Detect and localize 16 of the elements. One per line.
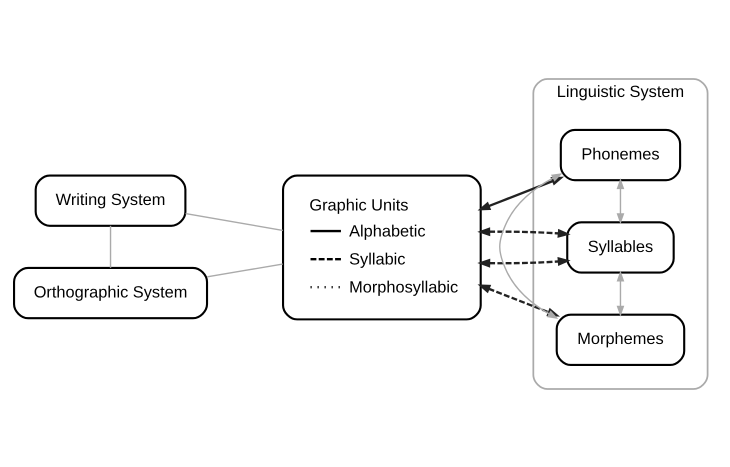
legend-label: Alphabetic [348, 222, 426, 240]
connector [206, 262, 282, 278]
node-box: Syllables [566, 220, 674, 274]
node-box: Orthographic System [12, 266, 208, 319]
arrow [616, 270, 624, 316]
node-box: Writing System [34, 174, 186, 226]
node-box: Morphemes [555, 313, 685, 366]
connector [184, 212, 282, 231]
arrow [498, 172, 562, 319]
arrow [476, 226, 570, 238]
legend-label: Syllabic [348, 250, 405, 268]
legend-label: Morphosyllabic [348, 278, 458, 296]
arrow [476, 256, 570, 268]
connector [109, 225, 111, 268]
node-box: Phonemes [559, 128, 681, 181]
arrow [616, 178, 624, 224]
